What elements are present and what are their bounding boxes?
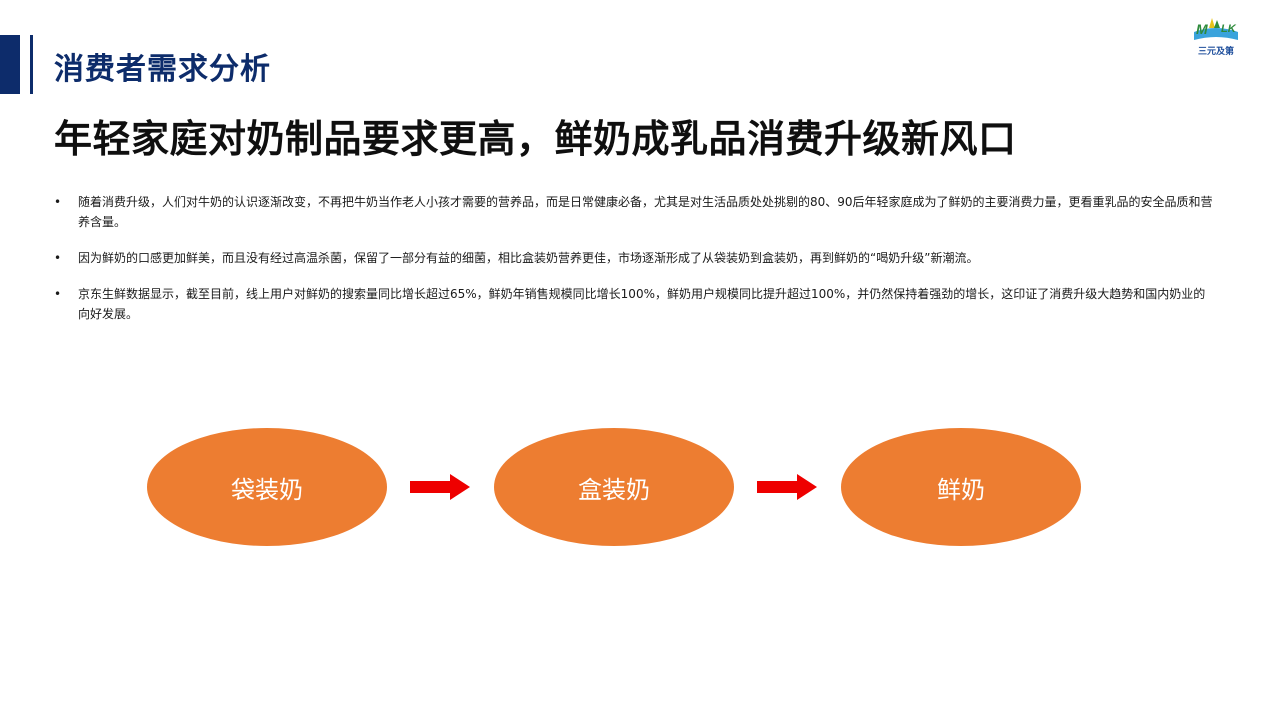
milk-logo-icon: M LK [1194,18,1238,40]
section-title: 消费者需求分析 [54,52,271,87]
bullet-marker: • [54,195,62,209]
bullet-text: 京东生鲜数据显示，截至目前，线上用户对鲜奶的搜索量同比增长超过65%，鲜奶年销售… [78,287,1206,321]
headline: 年轻家庭对奶制品要求更高，鲜奶成乳品消费升级新风口 [54,117,1017,161]
bullet-text: 因为鲜奶的口感更加鲜美，而且没有经过高温杀菌，保留了一部分有益的细菌，相比盒装奶… [78,251,979,265]
bullet-list: • 随着消费升级，人们对牛奶的认识逐渐改变，不再把牛奶当作老人小孩才需要的营养品… [54,192,1214,340]
list-item: • 京东生鲜数据显示，截至目前，线上用户对鲜奶的搜索量同比增长超过65%，鲜奶年… [54,284,1214,324]
title-accent-bar [0,35,20,94]
bullet-marker: • [54,251,62,265]
bullet-marker: • [54,287,62,301]
list-item: • 随着消费升级，人们对牛奶的认识逐渐改变，不再把牛奶当作老人小孩才需要的营养品… [54,192,1214,232]
flow-step-bagged-milk: 袋装奶 [147,428,387,546]
logo-wordmark: 三元及第 [1197,47,1234,57]
flow-step-fresh-milk: 鲜奶 [841,428,1081,546]
milk-logo: M LK 三元及第 [1192,14,1240,60]
svg-text:LK: LK [1221,23,1237,35]
flow-step-boxed-milk: 盒装奶 [494,428,734,546]
title-accent-line [30,35,33,94]
svg-text:M: M [1196,21,1208,37]
right-arrow-icon [410,474,470,500]
list-item: • 因为鲜奶的口感更加鲜美，而且没有经过高温杀菌，保留了一部分有益的细菌，相比盒… [54,248,1214,268]
right-arrow-icon [757,474,817,500]
bullet-text: 随着消费升级，人们对牛奶的认识逐渐改变，不再把牛奶当作老人小孩才需要的营养品，而… [78,195,1213,229]
